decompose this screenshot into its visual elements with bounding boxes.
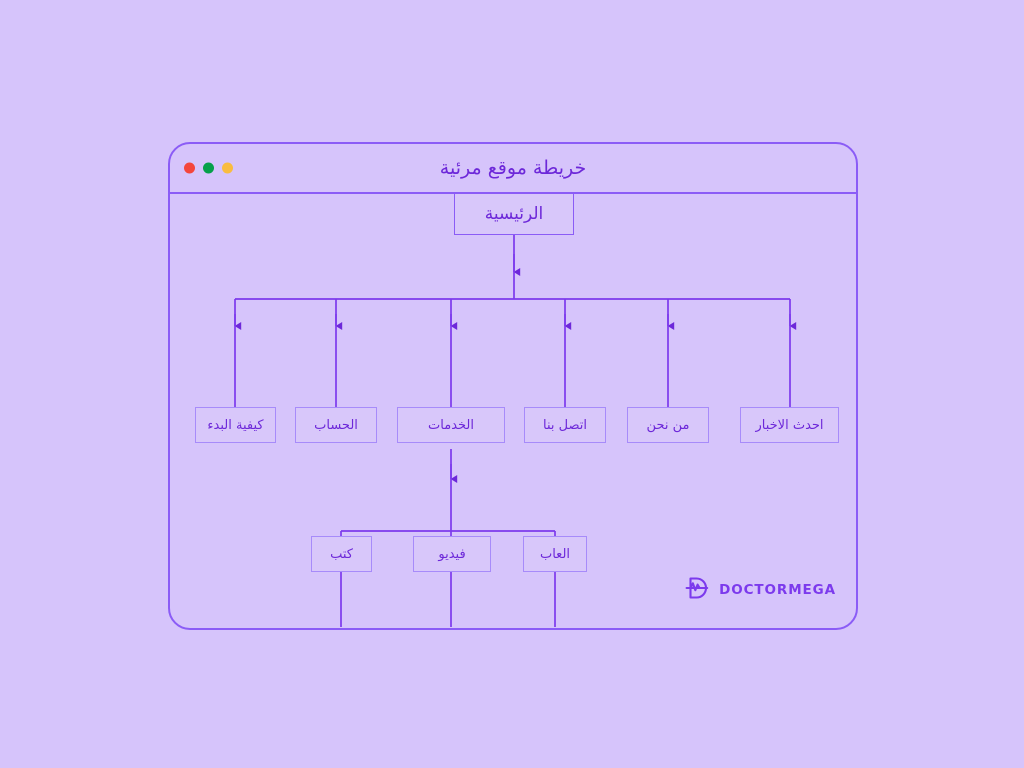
browser-window: خريطة موقع مرئية [168, 142, 858, 630]
window-controls [184, 162, 233, 174]
window-title: خريطة موقع مرئية [439, 157, 587, 179]
close-dot[interactable] [184, 162, 195, 174]
sitemap-node-games[interactable]: العاب [523, 536, 587, 572]
sitemap-node-services[interactable]: الخدمات [397, 407, 505, 443]
window-title-bar: خريطة موقع مرئية [170, 144, 856, 194]
minimize-dot[interactable] [203, 162, 214, 174]
sitemap-node-video[interactable]: فيديو [413, 536, 491, 572]
doctormega-pulse-logo-icon [683, 574, 711, 606]
maximize-dot[interactable] [222, 162, 233, 174]
sitemap-node-how-to-start[interactable]: كيفية البدء [195, 407, 276, 443]
brand-logo: DOCTORMEGA [683, 574, 836, 606]
sitemap-node-about-us[interactable]: من نحن [627, 407, 709, 443]
sitemap-node-books[interactable]: كتب [311, 536, 372, 572]
sitemap-node-home[interactable]: الرئيسية [454, 193, 574, 235]
sitemap-node-contact-us[interactable]: اتصل بنا [524, 407, 606, 443]
sitemap-node-latest-news[interactable]: احدث الاخبار [740, 407, 839, 443]
brand-name: DOCTORMEGA [719, 582, 836, 598]
sitemap-diagram: الرئيسية كيفية البدء الحساب الخدمات اتصل… [170, 193, 856, 628]
sitemap-node-account[interactable]: الحساب [295, 407, 377, 443]
